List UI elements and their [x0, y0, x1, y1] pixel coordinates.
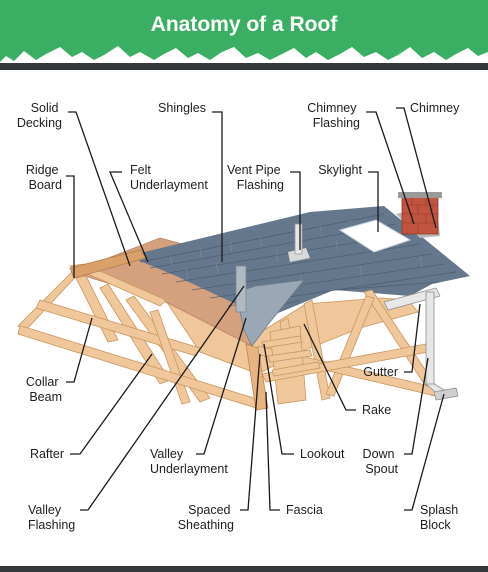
chimney-cap	[398, 192, 442, 198]
splash-block-slab	[433, 387, 459, 401]
valley-metal	[235, 279, 305, 347]
part-labels: Solid Decking Ridge Board Shingles Felt …	[17, 101, 462, 532]
valley-step-flashing	[235, 265, 247, 313]
leader-collar-beam	[66, 317, 93, 383]
label-valley-underlayment: Valley Underlayment	[150, 447, 228, 476]
downspout-pipe	[425, 291, 435, 387]
leader-vent-pipe-flashing	[290, 171, 301, 250]
vent-pipe	[294, 223, 303, 255]
label-collar-beam: Collar Beam	[26, 375, 62, 404]
label-rafter: Rafter	[30, 447, 64, 461]
lookouts	[261, 335, 321, 377]
leader-solid-decking	[68, 111, 131, 267]
footer-band	[0, 566, 488, 572]
skylight-window	[338, 219, 412, 253]
roof-illustration	[17, 192, 470, 411]
header-band	[0, 63, 488, 70]
diagram-title: Anatomy of a Roof	[151, 13, 339, 36]
leader-lines	[66, 107, 445, 511]
label-chimney-flashing: Chimney Flashing	[307, 101, 360, 130]
label-skylight: Skylight	[318, 163, 362, 177]
leader-gutter	[404, 303, 421, 373]
header-mountain-silhouette	[0, 46, 488, 64]
leader-rafter	[70, 353, 153, 455]
leader-skylight	[368, 171, 379, 232]
label-valley-flashing: Valley Flashing	[28, 503, 75, 532]
leader-spaced-sheathing	[240, 353, 261, 511]
leader-shingles	[212, 111, 223, 262]
leader-felt-underlayment	[109, 171, 149, 263]
leader-chimney-flashing	[366, 111, 415, 225]
leader-valley-underlayment	[196, 317, 247, 455]
label-down-spout: Down Spout	[363, 447, 399, 476]
leader-splash-block	[404, 393, 445, 511]
left-truss-framing	[17, 263, 261, 409]
leader-valley-flashing	[80, 285, 245, 511]
label-fascia: Fascia	[286, 503, 323, 517]
leader-fascia	[265, 391, 280, 511]
label-solid-decking: Solid Decking	[17, 101, 62, 130]
label-gutter: Gutter	[363, 365, 398, 379]
label-shingles: Shingles	[158, 101, 206, 115]
label-felt-underlayment: Felt Underlayment	[130, 163, 208, 192]
label-rake: Rake	[362, 403, 391, 417]
leader-down-spout	[404, 357, 429, 455]
label-spaced-sheathing: Spaced Sheathing	[178, 503, 234, 532]
right-truss-framing	[255, 289, 441, 405]
leader-rake	[303, 323, 356, 411]
label-chimney: Chimney	[410, 101, 460, 115]
label-vent-pipe-flashing: Vent Pipe Flashing	[227, 163, 284, 192]
fascia-board	[245, 343, 269, 411]
leader-ridge-board	[66, 175, 75, 278]
label-lookout: Lookout	[300, 447, 345, 461]
vent-pipe-flashing-boot	[288, 248, 310, 262]
label-splash-block: Splash Block	[420, 503, 462, 532]
leader-chimney	[396, 107, 437, 229]
label-ridge-board: Ridge Board	[26, 163, 62, 192]
leader-lookout	[263, 343, 294, 455]
